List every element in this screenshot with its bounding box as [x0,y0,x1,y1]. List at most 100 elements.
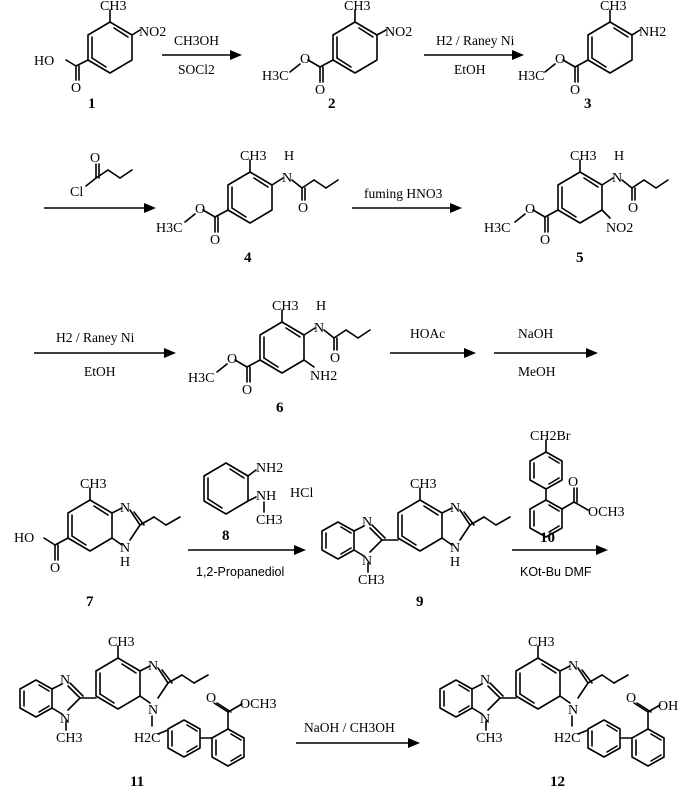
c12-h2c-label: H2C [554,731,580,746]
compound-number-5: 5 [576,250,584,266]
reagent-hoac: HOAc [410,326,445,341]
c10-och3-label: OCH3 [588,505,625,520]
c4-o-label: O [298,201,308,216]
c1-ch3-label: CH3 [100,0,126,14]
c5-h3c-label: H3C [484,221,510,236]
c11-n4-label: N [148,703,158,718]
c6-n-label: N [314,321,324,336]
c3-o2-label: O [570,83,580,98]
c6-o2-label: O [227,352,237,367]
c5-n-label: N [612,171,622,186]
c3-o-label: O [555,52,565,67]
c2-ch3-label: CH3 [344,0,370,14]
compound-11: CH3 N N CH3 N N H2C O OCH3 11 [19,635,277,790]
c5-ch3-label: CH3 [570,149,596,164]
compound-2: CH3 NO2 O O H3C 2 [262,0,412,112]
c7-ho-label: HO [14,531,34,546]
c5-o3-label: O [540,233,550,248]
c7-n-label: N [120,501,130,516]
compound-5: CH3 H N O NO2 O O H3C 5 [484,149,669,266]
c11-n2-label: N [60,712,70,727]
compound-8: NH2 NH CH3 HCl 8 [203,461,313,544]
c11-h2c-label: H2C [134,731,160,746]
c12-n3-label: N [568,659,578,674]
c12-ch3-label: CH3 [528,635,554,650]
compound-12: CH3 N N CH3 N N H2C O OH 12 [439,635,678,790]
c5-no2-label: NO2 [606,221,633,236]
c11-o-label: O [206,691,216,706]
c3-ch3-label: CH3 [600,0,626,14]
c8-hcl-label: HCl [290,486,313,501]
c6-ch3-label: CH3 [272,299,298,314]
c7-nh-label: N [120,541,130,556]
c4-n-label: N [282,171,292,186]
compound-number-3: 3 [584,96,592,112]
c10-o-label: O [568,475,578,490]
c2-h3c-label: H3C [262,69,288,84]
reagent-etoh-1: EtOH [454,62,486,77]
compound-9: CH3 N N CH3 N N H 9 [321,477,511,610]
c7-h-label: H [120,555,130,570]
reaction-arrow-4: fuming HNO3 [352,186,462,213]
c2-o2-label: O [315,83,325,98]
reaction-arrow-2: H2 / Raney Ni EtOH [424,33,524,77]
reagent-propanediol: 1,2-Propanediol [196,565,284,579]
c11-n3-label: N [148,659,158,674]
reagent-socl2: SOCl2 [178,62,215,77]
reagent-fuming-hno3: fuming HNO3 [364,186,443,201]
compound-number-1: 1 [88,96,96,112]
c1-no2-label: NO2 [139,25,166,40]
c12-o-label: O [626,691,636,706]
compound-number-9: 9 [416,594,424,610]
c6-o-label: O [330,351,340,366]
compound-7: CH3 N N H HO O 7 [14,477,181,610]
c9-n1-label: N [362,515,372,530]
reagent-naoh-ch3oh: NaOH / CH3OH [304,720,395,735]
c1-o-label: O [71,81,81,96]
c11-och3-label: OCH3 [240,697,277,712]
c4-o3-label: O [210,233,220,248]
c4-h-label: H [284,149,294,164]
reagent-naoh-1: NaOH [518,326,553,341]
c4-ch3-label: CH3 [240,149,266,164]
reagent-h2-raney-2: H2 / Raney Ni [56,330,135,345]
reaction-arrow-1: CH3OH SOCl2 [162,33,242,77]
c7-o-label: O [50,561,60,576]
c11-ch3-label: CH3 [108,635,134,650]
c9-h-label: H [450,555,460,570]
c8-ch3-label: CH3 [256,513,282,528]
c12-n1-label: N [480,673,490,688]
c3-h3c-label: H3C [518,69,544,84]
reaction-arrow-3: O Cl [44,151,156,213]
reagent-butanoyl-o: O [90,151,100,166]
c9-nch3-label: CH3 [358,573,384,588]
reaction-arrow-9: KOt-Bu DMF [512,545,608,579]
c12-oh-label: OH [658,699,678,714]
reaction-arrow-6: HOAc [390,326,476,358]
compound-10: CH2Br O OCH3 10 [529,429,625,546]
c5-h-label: H [614,149,624,164]
compound-number-8: 8 [222,528,230,544]
compound-number-10: 10 [540,530,555,546]
c12-nch3-label: CH3 [476,731,502,746]
c9-nh-label: N [450,541,460,556]
c9-n3-label: N [450,501,460,516]
c12-n2-label: N [480,712,490,727]
reaction-arrow-10: NaOH / CH3OH [296,720,420,748]
compound-number-2: 2 [328,96,336,112]
c6-nh2-label: NH2 [310,369,337,384]
c9-ch3-label: CH3 [410,477,436,492]
c8-nh-label: NH [256,489,276,504]
c6-h3c-label: H3C [188,371,214,386]
c11-nch3-label: CH3 [56,731,82,746]
compound-6: CH3 H N O NH2 O O H3C 6 [188,299,371,416]
compound-number-7: 7 [86,594,94,610]
c3-nh2-label: NH2 [639,25,666,40]
compound-1: CH3 NO2 HO O 1 [34,0,166,112]
reagent-butanoyl-cl: Cl [70,185,83,200]
reagent-etoh-2: EtOH [84,364,116,379]
c1-ho-label: HO [34,54,54,69]
reaction-arrow-7: NaOH MeOH [494,326,598,379]
c11-n1-label: N [60,673,70,688]
